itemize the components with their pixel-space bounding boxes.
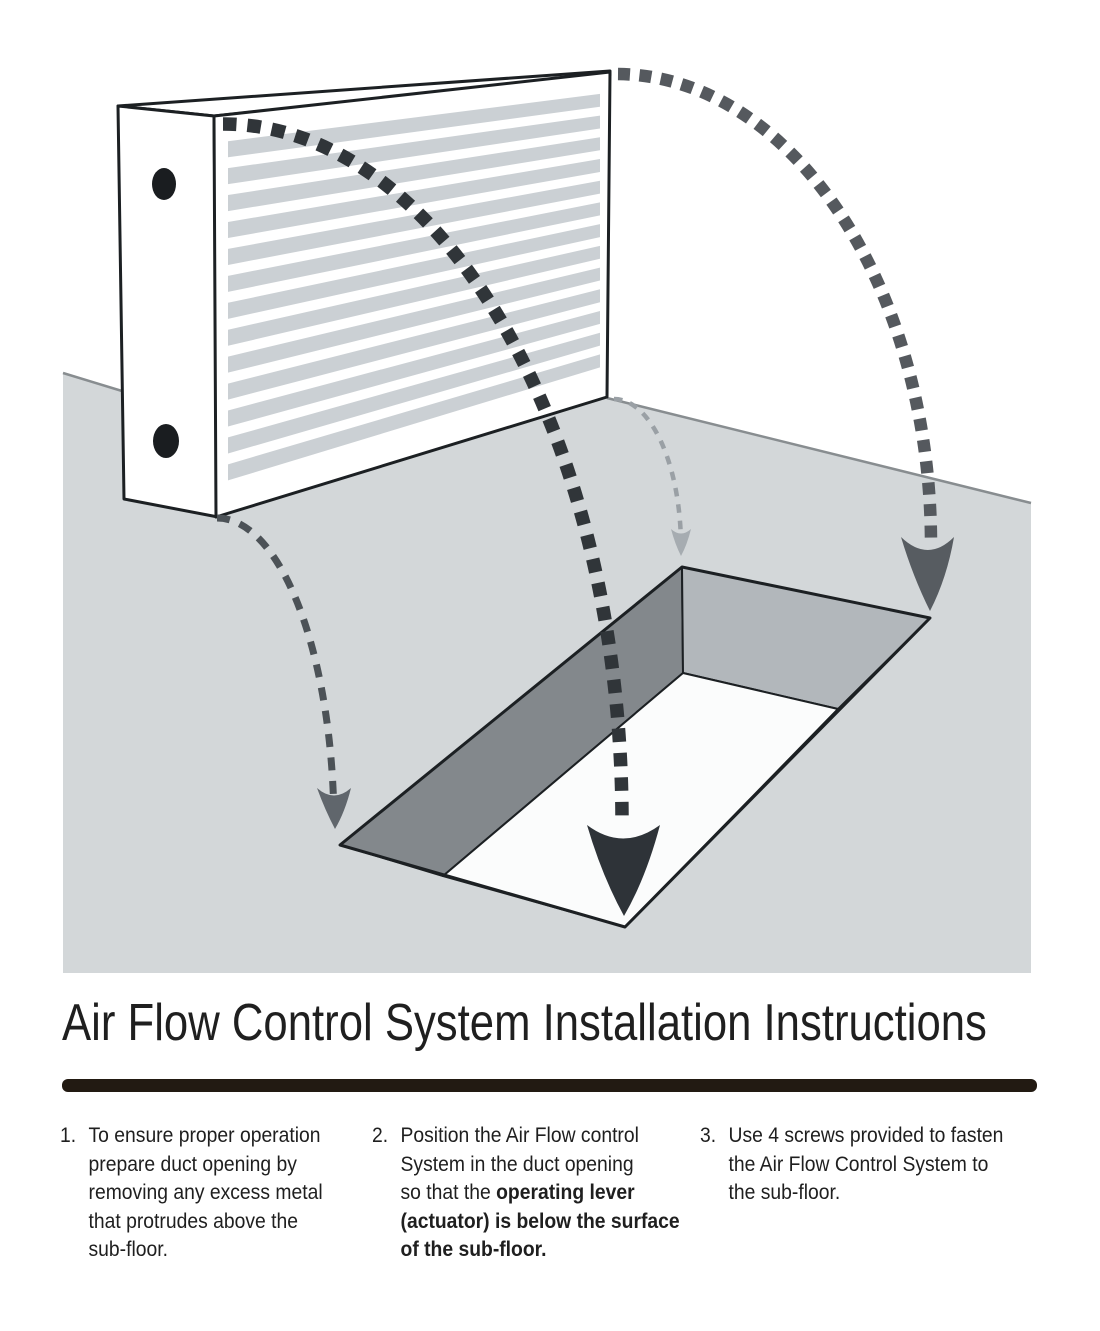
screw-hole-top — [152, 168, 176, 200]
louver-slat — [228, 245, 600, 346]
louver-slat — [228, 289, 600, 400]
louver-slat — [228, 332, 600, 454]
install-path-center-dashed-arc — [222, 117, 629, 822]
page-title: Air Flow Control System Installation Ins… — [62, 994, 987, 1052]
floor-horizon-right — [606, 396, 1032, 505]
install-path-faint-dashed-arc — [613, 396, 684, 547]
floor-horizon-left — [62, 371, 123, 393]
arrow-down-faint-icon — [671, 529, 691, 556]
louver-slat — [228, 202, 600, 292]
louver-slat — [228, 224, 600, 319]
instruction-step-1: 1. To ensure proper operation prepare du… — [60, 1122, 323, 1265]
step-number: 1. — [60, 1124, 77, 1147]
louver-slat — [228, 115, 600, 185]
step-number: 2. — [372, 1124, 389, 1147]
louver-slat — [228, 180, 600, 265]
sub-floor-surface — [63, 373, 1031, 973]
install-path-left-dashed-arc — [216, 514, 338, 827]
arrow-down-left-icon — [317, 788, 351, 829]
installation-diagram — [62, 67, 1032, 973]
screw-hole-bottom — [153, 424, 179, 458]
louver-slat — [228, 354, 600, 481]
step-text: Use 4 screws provided to fasten the Air … — [728, 1124, 1004, 1204]
step-text: Position the Air Flow control System in … — [400, 1124, 680, 1261]
duct-opening-rim — [338, 565, 932, 929]
step-number: 3. — [700, 1124, 717, 1147]
divider-rule — [62, 1079, 1037, 1092]
arrow-down-right-icon — [901, 537, 954, 611]
instruction-step-3: 3. Use 4 screws provided to fasten the A… — [700, 1122, 1003, 1208]
arrow-down-center-icon — [587, 825, 660, 916]
instruction-step-2: 2. Position the Air Flow control System … — [372, 1122, 680, 1265]
louver-slat — [228, 137, 600, 212]
install-path-right-dashed-arc — [617, 67, 938, 543]
louver-slat — [228, 267, 600, 373]
step-text: To ensure proper operation prepare duct … — [88, 1124, 323, 1261]
louver-slat — [228, 159, 600, 239]
